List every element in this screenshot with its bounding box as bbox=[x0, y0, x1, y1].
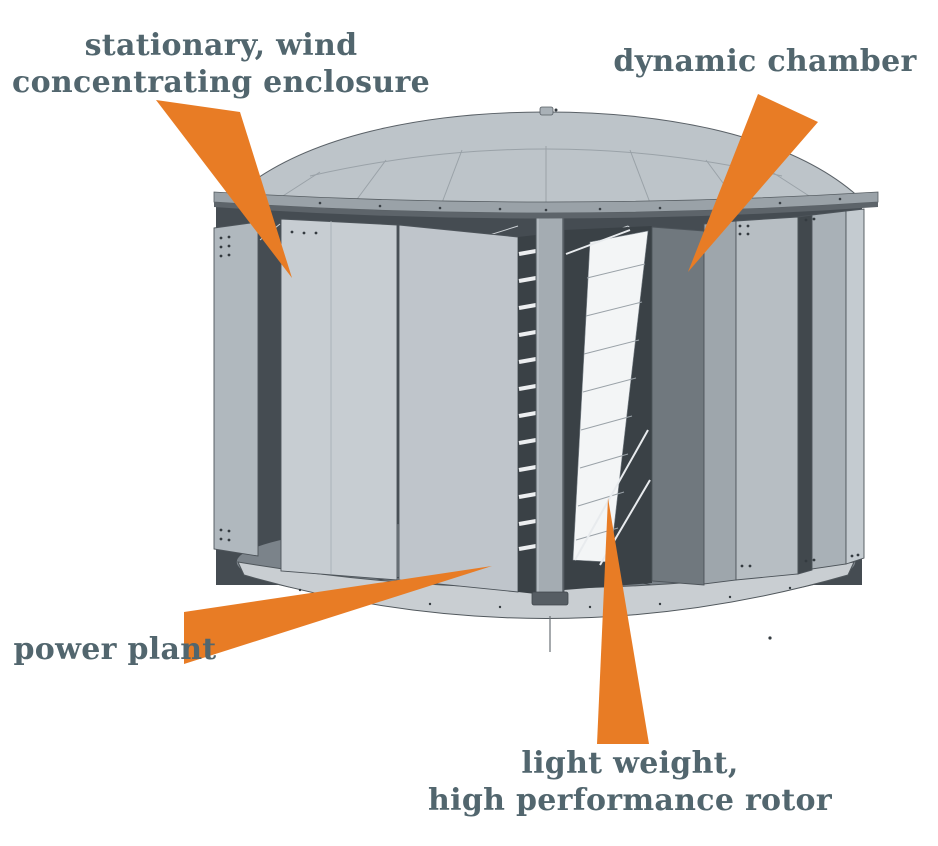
chamber-label-line1: dynamic chamber bbox=[613, 44, 917, 79]
enclosure-panels-right bbox=[651, 208, 865, 586]
enclosure-callout-arrow bbox=[156, 100, 292, 278]
power-plant-label-line1: power plant bbox=[13, 632, 217, 667]
dome-roof bbox=[228, 106, 864, 210]
dome-apex-vent bbox=[539, 106, 554, 116]
callout-arrows bbox=[156, 94, 818, 744]
panel-rivets bbox=[219, 217, 860, 568]
rotor-chamber bbox=[518, 226, 652, 594]
rotor-label-line2: high performance rotor bbox=[428, 782, 832, 818]
chamber-callout-arrow bbox=[688, 94, 818, 272]
power-plant-callout-arrow bbox=[184, 566, 492, 664]
enclosure-label-line1: stationary, wind bbox=[84, 28, 358, 63]
rotor-label: light weight, high performance rotor bbox=[415, 746, 845, 819]
rotor-blade-slats bbox=[518, 249, 537, 551]
rim-bolts bbox=[258, 197, 842, 212]
power-plant-label: power plant bbox=[0, 632, 230, 669]
center-column bbox=[531, 205, 569, 606]
enclosure-label: stationary, wind concentrating enclosure bbox=[5, 28, 437, 101]
rotor-sail bbox=[572, 230, 649, 563]
chamber-label: dynamic chamber bbox=[600, 44, 930, 81]
rotor-label-line1: light weight, bbox=[521, 746, 739, 781]
rotor-callout-arrow bbox=[597, 498, 649, 744]
enclosure-label-line2: concentrating enclosure bbox=[12, 64, 430, 100]
enclosure-panels-left bbox=[213, 218, 519, 593]
